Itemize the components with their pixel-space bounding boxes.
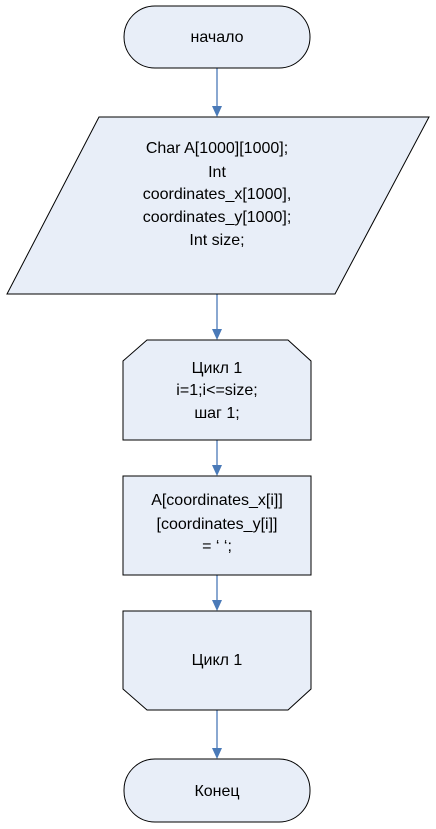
declaration-node: Char A[1000][1000]; Int coordinates_x[10… xyxy=(6,116,430,295)
end-label: Конец xyxy=(194,783,239,800)
loop-begin-node: Цикл 1 i=1;i<=size; шаг 1; xyxy=(122,339,312,441)
start-node: начало xyxy=(123,5,311,69)
declaration-line-1: Char A[1000][1000]; xyxy=(146,140,288,157)
end-node: Конец xyxy=(123,758,311,823)
loop-begin-shape xyxy=(122,339,312,441)
declaration-line-3: coordinates_x[1000], xyxy=(143,186,292,203)
declaration-line-4: coordinates_y[1000]; xyxy=(143,209,292,226)
end-terminator-shape xyxy=(123,758,311,823)
loop-begin-line-2: i=1;i<=size; xyxy=(176,382,257,399)
arrow-loop-end-to-end xyxy=(212,710,222,759)
loop-begin-line-3: шаг 1; xyxy=(194,405,239,422)
arrow-loop-begin-to-assign xyxy=(212,440,222,476)
assignment-line-2: [coordinates_y[i]] xyxy=(157,516,278,533)
arrow-assign-to-loop-end xyxy=(212,575,222,611)
declaration-parallelogram-shape xyxy=(6,116,430,295)
loop-end-node: Цикл 1 xyxy=(122,610,312,711)
loop-end-label: Цикл 1 xyxy=(192,652,243,669)
arrow-start-to-declare xyxy=(212,68,222,117)
assignment-process-shape xyxy=(122,475,312,576)
assignment-node: A[coordinates_x[i]] [coordinates_y[i]] =… xyxy=(122,475,312,576)
connectors xyxy=(212,68,222,759)
assignment-line-1: A[coordinates_x[i]] xyxy=(151,492,283,509)
start-label: начало xyxy=(190,29,243,46)
arrow-declare-to-loop-begin xyxy=(212,294,222,340)
loop-begin-line-1: Цикл 1 xyxy=(192,360,243,377)
assignment-line-3: = ‘ ‘; xyxy=(202,538,232,555)
declaration-line-5: Int size; xyxy=(189,232,244,249)
declaration-line-2: Int xyxy=(208,164,226,181)
loop-end-shape xyxy=(122,610,312,711)
start-terminator-shape xyxy=(123,5,311,69)
